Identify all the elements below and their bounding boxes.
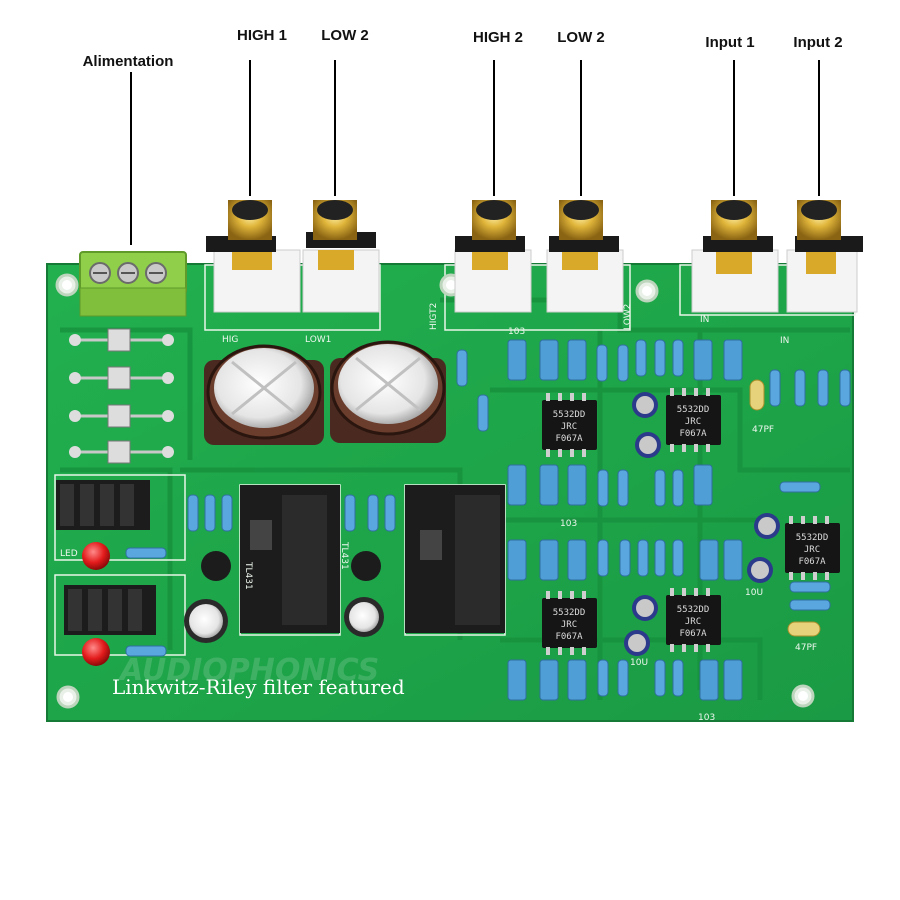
mounting-holes [55,272,849,709]
silk-led: LED [60,549,78,559]
chip-3-line3: F067A [798,557,826,567]
heatsink-left-top [56,480,150,530]
film-capacitors [507,339,743,701]
silk-low1: LOW1 [305,335,331,345]
opamp-chips [542,395,840,648]
opamp-chip-5 [666,595,721,645]
silk-103-a: 103 [508,327,525,337]
chip-4-line1: 5532DD [553,608,586,618]
silk-in-b: IN [780,336,789,346]
silkscreen-text: LED LOW1 HIG IN IN 47PF 47PF 103 103 103… [60,303,817,723]
chip-3-line1: 5532DD [796,533,829,543]
heatsink-center-left [240,485,340,633]
label-low2-second: LOW 2 [557,29,605,46]
heatsinks [56,480,505,635]
leds [82,542,110,666]
silk-103-b: 103 [560,519,577,529]
rca-jack-input2 [786,200,863,313]
resistors [125,339,851,697]
electrolytic-capacitors-large [204,340,446,445]
silk-47pf-a: 47PF [752,425,774,435]
label-high2: HIGH 2 [472,29,524,46]
silk-higt2: HIGT2 [429,303,439,330]
heatsink-left-bottom [64,585,156,635]
silk-tl431-a: TL431 [243,561,253,590]
rca-jacks [206,200,863,313]
board-footer-text: Linkwitz-Riley filter featured [112,675,405,699]
label-input1: Input 1 [705,34,755,51]
opamp-chip-1 [542,400,597,450]
chip-4-line3: F067A [555,632,583,642]
silk-103-c: 103 [698,713,715,723]
pf-capacitors [749,379,821,637]
rectifier-diodes [69,328,174,464]
chip-5-line3: F067A [679,629,707,639]
label-alimentation: Alimentation [82,53,174,70]
chip-2-line2: JRC [685,417,701,427]
callout-lines [130,60,820,245]
heatsink-center-right [405,485,505,633]
label-low2-first: LOW 2 [321,27,369,44]
rca-jack-low1 [302,200,380,313]
chip-4-line2: JRC [561,620,577,630]
silk-10u-b: 10U [745,588,763,598]
rca-jack-high1 [206,200,301,313]
opamp-chip-4 [542,598,597,648]
chip-3-line2: JRC [804,545,820,555]
silk-tl431-b: TL431 [339,541,349,570]
opamp-chip-2 [666,395,721,445]
tl431-regulators [201,551,381,581]
chip-5-line2: JRC [685,617,701,627]
silk-high1: HIG [222,335,238,345]
chip-2-line1: 5532DD [677,405,710,415]
rca-jack-input1 [691,200,779,313]
small-electrolytic-caps [184,392,780,656]
label-high1: HIGH 1 [236,27,288,44]
chip-2-line3: F067A [679,429,707,439]
chip-5-line1: 5532DD [677,605,710,615]
opamp-chip-3 [785,523,840,573]
chip-1-line2: JRC [561,422,577,432]
rca-jack-high2 [454,200,532,313]
silk-in-a: IN [700,315,709,325]
silk-low2: LOW2 [623,304,633,330]
silk-47pf-b: 47PF [795,643,817,653]
silk-10u-a: 10U [630,658,648,668]
opamp-chip-pins [546,388,829,655]
rca-jack-low2 [546,200,624,313]
chip-markings: 5532DD JRC F067A 5532DD JRC F067A 5532DD… [553,405,829,642]
watermark-text: AUDIOPHONICS [118,653,379,688]
chip-1-line3: F067A [555,434,583,444]
power-terminal-block [79,251,187,317]
chip-1-line1: 5532DD [553,410,586,420]
label-input2: Input 2 [793,34,843,51]
